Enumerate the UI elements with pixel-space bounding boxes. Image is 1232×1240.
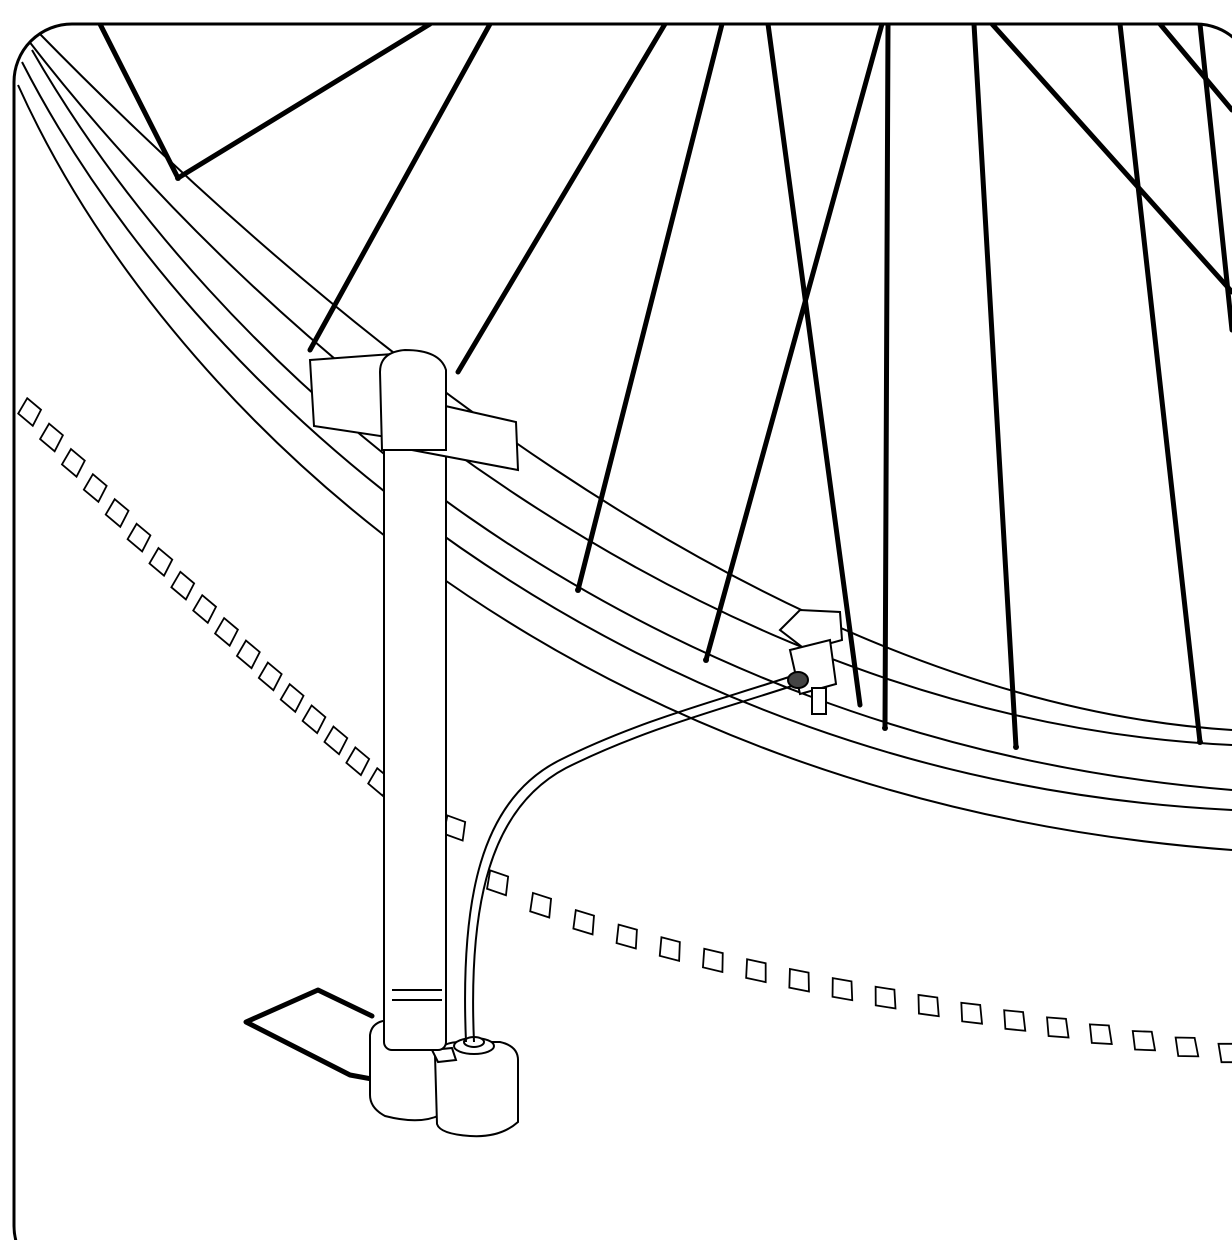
spoke <box>882 24 891 731</box>
spoke-nipple <box>575 587 581 593</box>
hose-line <box>464 675 793 1043</box>
wheel-spokes <box>97 24 1232 750</box>
spoke <box>307 24 493 353</box>
chain-link <box>345 746 371 777</box>
spoke <box>97 24 181 181</box>
spoke <box>1197 24 1232 333</box>
spoke <box>1117 24 1203 745</box>
chain-link <box>170 570 196 601</box>
spoke <box>1157 24 1232 113</box>
spoke <box>971 24 1019 750</box>
chain-link <box>960 1001 984 1025</box>
chain-link <box>148 546 174 578</box>
chain-link <box>572 908 595 936</box>
chain-link <box>1131 1030 1157 1052</box>
spoke <box>765 24 863 708</box>
spoke <box>703 24 885 663</box>
base-detail <box>430 1046 458 1064</box>
frame-border <box>12 22 1232 1240</box>
spoke-nipple <box>1197 739 1203 745</box>
chain-link <box>126 522 152 553</box>
spoke <box>575 24 725 593</box>
chain-link <box>529 891 553 919</box>
chain-link <box>192 593 218 625</box>
valve-stem <box>811 687 827 715</box>
foot-stand-icon <box>243 987 391 1085</box>
chain-link <box>745 958 767 984</box>
chain-link <box>486 869 510 897</box>
chain-link <box>1046 1016 1070 1039</box>
chain-link <box>279 682 305 714</box>
chain-link <box>257 661 283 692</box>
pump-hose <box>464 675 799 1043</box>
rim-outer-edge <box>31 49 1232 791</box>
pump-barrel <box>383 439 447 1051</box>
valve-connector <box>787 671 809 689</box>
rim-inner-edge <box>27 39 1232 746</box>
chain-lower-run <box>442 814 1232 1064</box>
chain-link <box>701 947 724 974</box>
chain-link <box>104 497 130 529</box>
chain-link <box>1088 1023 1113 1046</box>
chain-link <box>60 447 86 479</box>
chain-link <box>615 923 638 950</box>
chain-link <box>323 725 349 756</box>
chain-link <box>831 977 854 1002</box>
pump-handle-grip <box>378 348 447 451</box>
chain-link <box>1003 1009 1027 1032</box>
chain-link <box>658 936 681 963</box>
spoke <box>175 24 433 181</box>
chain-upper-run <box>17 396 393 798</box>
chain-link <box>917 993 940 1018</box>
chain-link <box>38 422 65 453</box>
tyre-inner-edge <box>21 61 1232 811</box>
spoke-nipples <box>175 175 1203 750</box>
chain-link <box>17 396 43 428</box>
spoke-nipple <box>1013 744 1019 750</box>
spoke-nipple <box>175 175 181 181</box>
spoke-nipple <box>882 725 888 731</box>
valve-head-icon <box>778 608 844 715</box>
chain-link <box>1217 1042 1232 1064</box>
chain-link <box>301 704 327 735</box>
chain-link <box>1174 1036 1200 1058</box>
chain-link <box>788 967 810 993</box>
spoke <box>455 24 668 375</box>
floor-pump <box>243 348 520 1138</box>
spoke <box>989 24 1232 295</box>
chain-link <box>213 616 240 648</box>
hose-line-inner <box>472 683 799 1043</box>
spoke-nipple <box>703 657 709 663</box>
chain-link <box>874 985 897 1010</box>
chain-link <box>82 472 108 504</box>
chain-link <box>235 639 261 670</box>
